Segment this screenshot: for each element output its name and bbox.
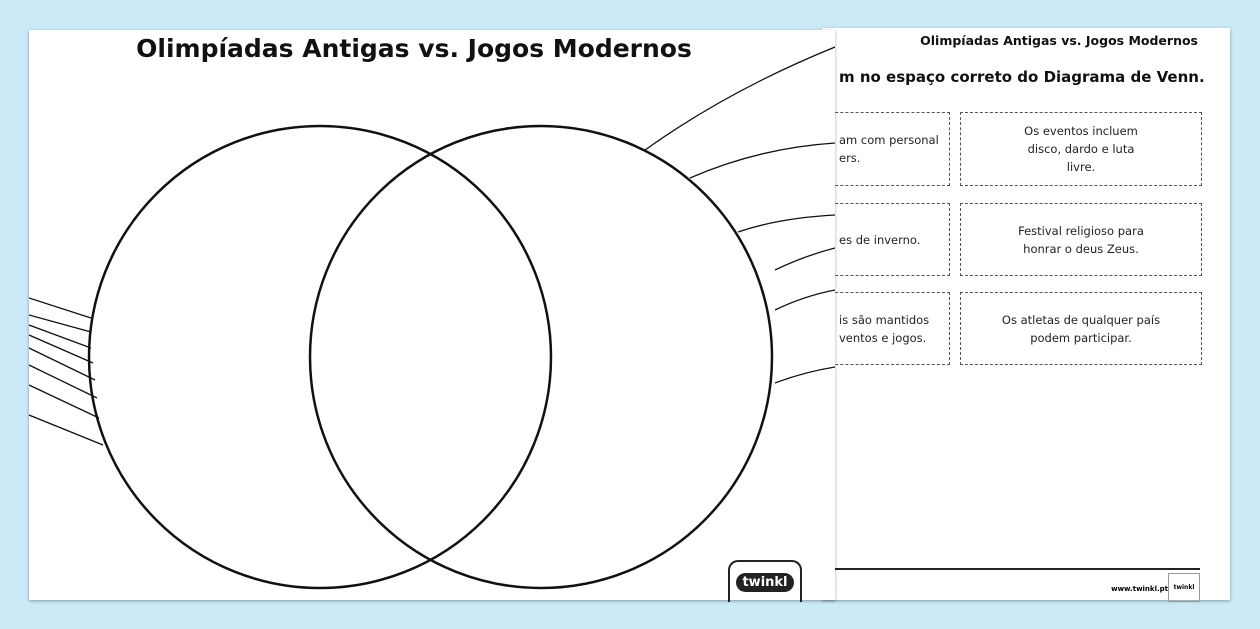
writing-line — [29, 297, 92, 319]
page-title: Olimpíadas Antigas vs. Jogos Modernos — [136, 34, 692, 63]
cut-out-card: Os atletas de qualquer país podem partic… — [960, 292, 1202, 365]
writing-line — [689, 142, 835, 179]
writing-line — [774, 247, 835, 271]
writing-line — [29, 384, 100, 419]
cut-out-card: Festival religioso para honrar o deus Ze… — [960, 203, 1202, 276]
twinkl-logo: twinkl — [728, 560, 802, 602]
venn-circle-right — [308, 124, 774, 590]
footer-url[interactable]: www.twinkl.pt — [1111, 585, 1168, 593]
cut-out-card: is são mantidos ventos e jogos. — [820, 292, 950, 365]
instructions: m no espaço correto do Diagrama de Venn. — [839, 68, 1205, 86]
venn-diagram — [29, 46, 835, 590]
footer-divider — [830, 568, 1200, 570]
worksheet-page-cards: Olimpíadas Antigas vs. Jogos Modernos m … — [820, 28, 1230, 602]
worksheet-page-venn: Olimpíadas Antigas vs. Jogos Modernos tw… — [29, 30, 835, 602]
writing-line — [774, 289, 835, 311]
writing-line — [774, 366, 835, 384]
writing-line — [29, 334, 94, 364]
venn-circle-left — [87, 124, 553, 590]
writing-line — [29, 324, 92, 349]
cut-out-card: Os eventos incluem disco, dardo e luta l… — [960, 112, 1202, 186]
writing-line — [29, 347, 96, 381]
cut-out-card: es de inverno. — [820, 203, 950, 276]
writing-line — [29, 414, 104, 446]
writing-line — [29, 314, 92, 333]
cut-out-card: am com personal ers. — [820, 112, 950, 186]
writing-line — [644, 46, 835, 151]
writing-line — [29, 364, 98, 399]
twinkl-logo: twinkl — [1168, 573, 1200, 602]
writing-line — [737, 214, 835, 233]
page-title: Olimpíadas Antigas vs. Jogos Modernos — [920, 33, 1198, 48]
